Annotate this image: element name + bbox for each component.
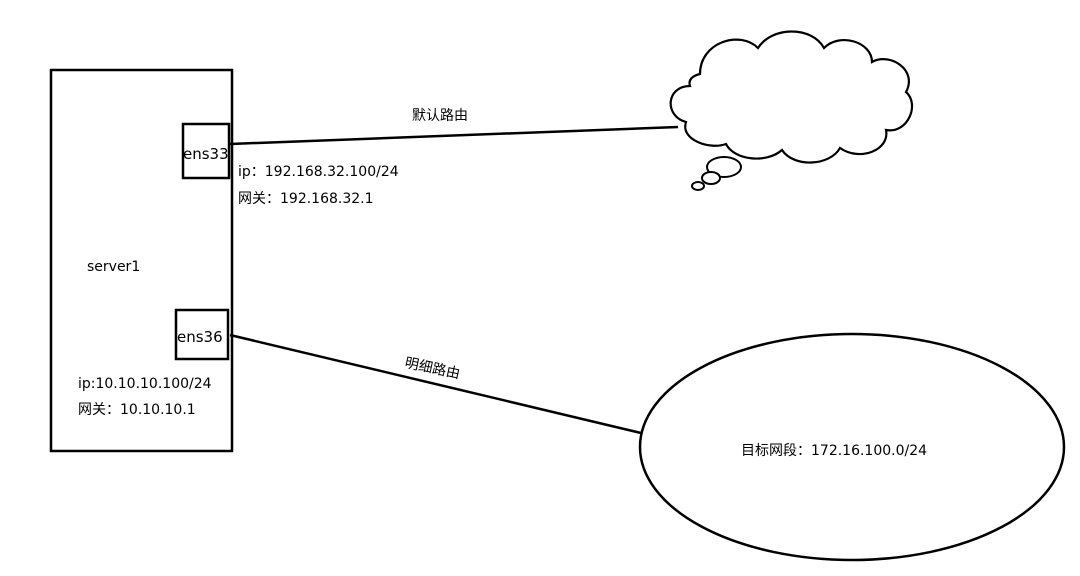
cloud-bubble-medium	[701, 171, 721, 185]
interface-ens33-label: ens33	[183, 145, 229, 163]
default-route-label: 默认路由	[412, 108, 468, 124]
ens36-gateway-label: 网关：10.10.10.1	[78, 402, 196, 418]
target-network-ellipse	[638, 332, 1066, 562]
server-label: server1	[87, 259, 141, 275]
default-route-line	[229, 125, 679, 146]
ens33-ip-label: ip：192.168.32.100/24	[238, 164, 399, 180]
cloud-bubble-small	[691, 181, 705, 191]
interface-ens33-box	[181, 122, 231, 180]
explicit-route-line	[229, 333, 642, 435]
interface-ens36-box	[174, 308, 230, 361]
ens36-ip-label: ip:10.10.10.100/24	[78, 376, 212, 392]
ens33-gateway-label: 网关：192.168.32.1	[238, 191, 374, 207]
interface-ens36-label: ens36	[177, 328, 223, 346]
target-network-label: 目标网段：172.16.100.0/24	[741, 443, 928, 459]
internet-cloud	[669, 30, 914, 164]
server-box	[49, 68, 234, 453]
